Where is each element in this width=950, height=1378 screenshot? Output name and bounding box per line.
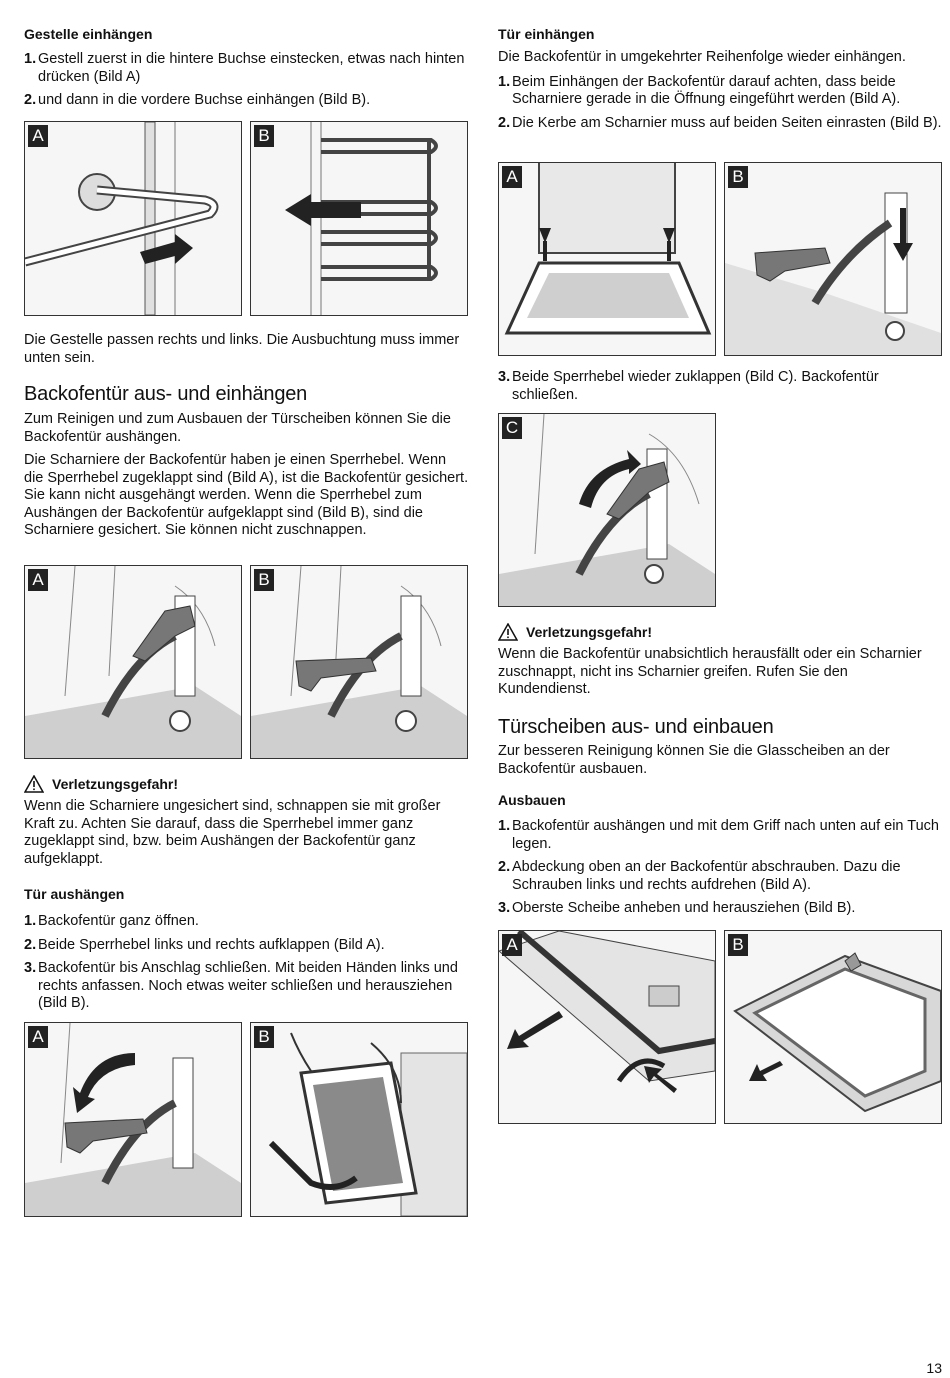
step-item: 2.Abdeckung oben an der Backofentür absc… xyxy=(498,859,901,893)
step-item: 1.Gestell zuerst in die hintere Buchse e… xyxy=(24,51,465,85)
heading-gestelle: Gestelle einhängen xyxy=(24,26,153,42)
figure-remove-glass: B xyxy=(724,930,942,1124)
hinge-lever-open-illustration xyxy=(251,566,467,758)
heading-tuer: Backofentür aus- und einhängen xyxy=(24,383,308,405)
warning-title-row: Verletzungsgefahr! xyxy=(24,775,469,793)
step-item: 1.Backofentür aushängen und mit dem Grif… xyxy=(498,818,939,852)
notch-lock-illustration xyxy=(725,192,941,355)
curved-arrow-icon xyxy=(73,1053,135,1113)
lever-unfold-illustration xyxy=(25,1023,241,1216)
lever-fold-back-illustration xyxy=(499,414,715,606)
step-item: 3.Backofentür bis Anschlag schließen. Mi… xyxy=(24,960,458,1011)
intro-scheiben: Zur besseren Reinigung können Sie die Gl… xyxy=(498,743,890,777)
door-remove-illustration xyxy=(268,1032,467,1216)
intro-tuer-1: Zum Reinigen und zum Ausbauen der Türsch… xyxy=(24,411,451,445)
figure-lever-open: B xyxy=(250,565,468,759)
section-tuer: Backofentür aus- und einhängen Zum Reini… xyxy=(24,382,469,540)
warning-title-row: Verletzungsgefahr! xyxy=(498,623,943,641)
hinge-lever-closed-illustration xyxy=(25,566,241,758)
figure-rack-rear-socket: A xyxy=(24,121,242,316)
figures-sperrhebel: A B xyxy=(24,565,468,759)
arrow-icon xyxy=(749,1061,783,1081)
step-item: 2.Die Kerbe am Scharnier muss auf beiden… xyxy=(498,114,942,131)
arrow-down-icon xyxy=(893,208,913,261)
heading-aushaengen: Tür aushängen xyxy=(24,886,125,902)
heading-scheiben: Türscheiben aus- und einbauen xyxy=(498,716,774,738)
figures-gestelle: A B xyxy=(24,121,468,316)
warning-text-left: Wenn die Scharniere ungesichert sind, sc… xyxy=(24,798,441,867)
steps-ausbauen: 1.Backofentür aushängen und mit dem Grif… xyxy=(498,818,943,918)
intro-einhaengen: Die Backofentür in umgekehrter Reihenfol… xyxy=(498,49,906,65)
unscrew-cover-illustration xyxy=(499,931,715,1093)
note-gestelle: Die Gestelle passen rechts und links. Di… xyxy=(24,332,460,366)
warning-text-right: Wenn die Backofentür unabsichtlich herau… xyxy=(498,646,922,697)
curved-arrow-icon xyxy=(579,450,641,508)
warning-triangle-icon xyxy=(498,623,518,641)
steps-gestelle: 1.Gestell zuerst in die hintere Buchse e… xyxy=(24,51,469,110)
section-aushaengen: Tür aushängen 1.Backofentür ganz öffnen.… xyxy=(24,885,469,1019)
warning-left: Verletzungsgefahr! Wenn die Scharniere u… xyxy=(24,775,469,868)
figures-aushaengen: A B xyxy=(24,1022,468,1217)
section-einhaengen: Tür einhängen Die Backofentür in umgekeh… xyxy=(498,25,943,138)
figures-zuklappen: C xyxy=(498,413,716,607)
rack-rear-illustration xyxy=(25,122,219,315)
figure-hinge-insert: A xyxy=(498,162,716,356)
intro-tuer-2: Die Scharniere der Backofentür haben je … xyxy=(24,452,469,538)
step3-einhaengen: 3.Beide Sperrhebel wieder zuklappen (Bil… xyxy=(498,369,943,410)
remove-glass-illustration xyxy=(733,952,941,1113)
figure-door-remove: B xyxy=(250,1022,468,1217)
figure-lever-unfold: A xyxy=(24,1022,242,1217)
figure-rack-front-socket: B xyxy=(250,121,468,316)
warning-right: Verletzungsgefahr! Wenn die Backofentür … xyxy=(498,623,943,699)
arrow-icon xyxy=(140,234,193,264)
heading-einhaengen: Tür einhängen xyxy=(498,26,595,42)
arrow-icon xyxy=(507,1011,563,1049)
step-item: 1.Beim Einhängen der Backofentür darauf … xyxy=(498,73,901,108)
figures-einhaengen: A B xyxy=(498,162,942,356)
steps-einhaengen-3: 3.Beide Sperrhebel wieder zuklappen (Bil… xyxy=(498,369,943,404)
figure-notch-lock: B xyxy=(724,162,942,356)
warning-triangle-icon xyxy=(24,775,44,793)
rack-front-illustration xyxy=(285,122,438,315)
steps-einhaengen: 1.Beim Einhängen der Backofentür darauf … xyxy=(498,74,943,133)
figures-ausbauen: A B xyxy=(498,930,942,1124)
steps-aushaengen: 1.Backofentür ganz öffnen. 2.Beide Sperr… xyxy=(24,913,469,1013)
section-scheiben: Türscheiben aus- und einbauen Zur besser… xyxy=(498,715,943,924)
arrow-icon xyxy=(285,194,361,226)
step-item: 3.Oberste Scheibe anheben und herauszieh… xyxy=(498,900,856,916)
figure-unscrew-cover: A xyxy=(498,930,716,1124)
step-item: 2.und dann in die vordere Buchse einhäng… xyxy=(24,92,371,108)
door-insert-illustration xyxy=(504,163,712,335)
page-number: 13 xyxy=(926,1360,942,1376)
figure-lever-fold-back: C xyxy=(498,413,716,607)
step-item: 1.Backofentür ganz öffnen. xyxy=(24,913,199,929)
step-item: 3.Beide Sperrhebel wieder zuklappen (Bil… xyxy=(498,369,879,403)
figure-lever-closed: A xyxy=(24,565,242,759)
arrow-icon xyxy=(644,1066,677,1093)
step-item: 2.Beide Sperrhebel links und rechts aufk… xyxy=(24,936,385,953)
heading-ausbauen: Ausbauen xyxy=(498,792,566,808)
section-gestelle: Gestelle einhängen 1.Gestell zuerst in d… xyxy=(24,25,469,116)
